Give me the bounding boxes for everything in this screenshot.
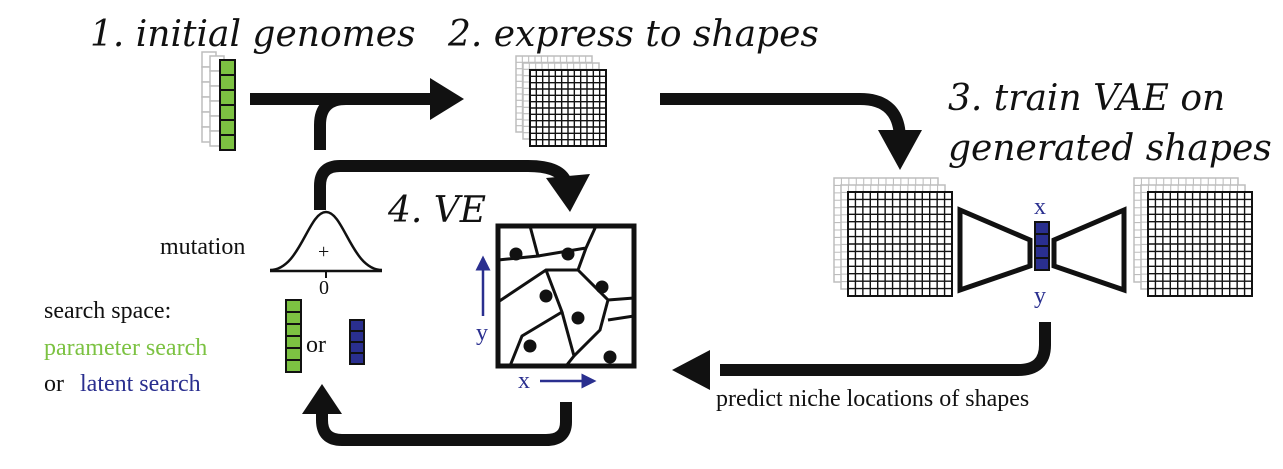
parameter-search-label: parameter search — [44, 335, 207, 361]
latent-search-label: latent search — [80, 371, 201, 397]
arrow-ve-to-search — [316, 402, 572, 446]
voronoi-dot — [523, 339, 537, 353]
voronoi-dot — [595, 280, 609, 294]
arrow-vae-to-ve — [720, 322, 1051, 376]
search-space-label: search space: — [44, 298, 171, 324]
vae-output-grid-stack — [1133, 177, 1253, 297]
voronoi-dot — [571, 311, 585, 325]
arrow-mutation-to-ve-head — [546, 174, 590, 212]
step3-title-line1: 3. train VAE on — [948, 78, 1225, 119]
arrow-merge — [314, 93, 347, 150]
arrow-mutation-to-ve — [314, 160, 572, 210]
mutation-label: mutation — [160, 234, 245, 260]
arrow-shapes-to-vae-head — [878, 130, 922, 170]
step1-title: 1. initial genomes — [90, 14, 416, 55]
or-connector: or — [306, 332, 326, 358]
vae-input-grid-stack — [833, 177, 953, 297]
voronoi-dot — [603, 350, 617, 364]
mutation-gaussian — [269, 210, 383, 272]
latent-genome-vector — [349, 319, 365, 365]
mutation-plus: + — [318, 241, 329, 263]
voronoi-dot — [561, 247, 575, 261]
mutation-zero: 0 — [319, 277, 329, 299]
voronoi-dot — [509, 247, 523, 261]
y-axis-label: y — [476, 320, 488, 346]
step2-title: 2. express to shapes — [447, 14, 819, 55]
arrow-ve-to-search-head — [302, 384, 342, 414]
x-axis-label: x — [518, 368, 530, 394]
shape-grid-stack — [515, 55, 607, 147]
vae-latent-vector — [1034, 221, 1050, 271]
genome-stack — [201, 51, 236, 151]
predict-label: predict niche locations of shapes — [716, 386, 1029, 412]
arrow-genomes-to-shapes-head — [430, 78, 464, 120]
vae-x-label: x — [1034, 194, 1046, 220]
voronoi-archive — [495, 223, 637, 369]
vae-decoder — [1051, 206, 1127, 294]
vae-y-label: y — [1034, 283, 1046, 309]
voronoi-dot — [539, 289, 553, 303]
or-prefix: or — [44, 371, 64, 397]
arrow-vae-to-ve-head — [672, 350, 710, 390]
arrow-shapes-to-vae — [660, 93, 906, 141]
step3-title-line2: generated shapes — [948, 128, 1272, 169]
step4-title: 4. VE — [387, 190, 486, 231]
vae-encoder — [957, 206, 1033, 294]
parameter-genome-vector — [285, 299, 302, 373]
